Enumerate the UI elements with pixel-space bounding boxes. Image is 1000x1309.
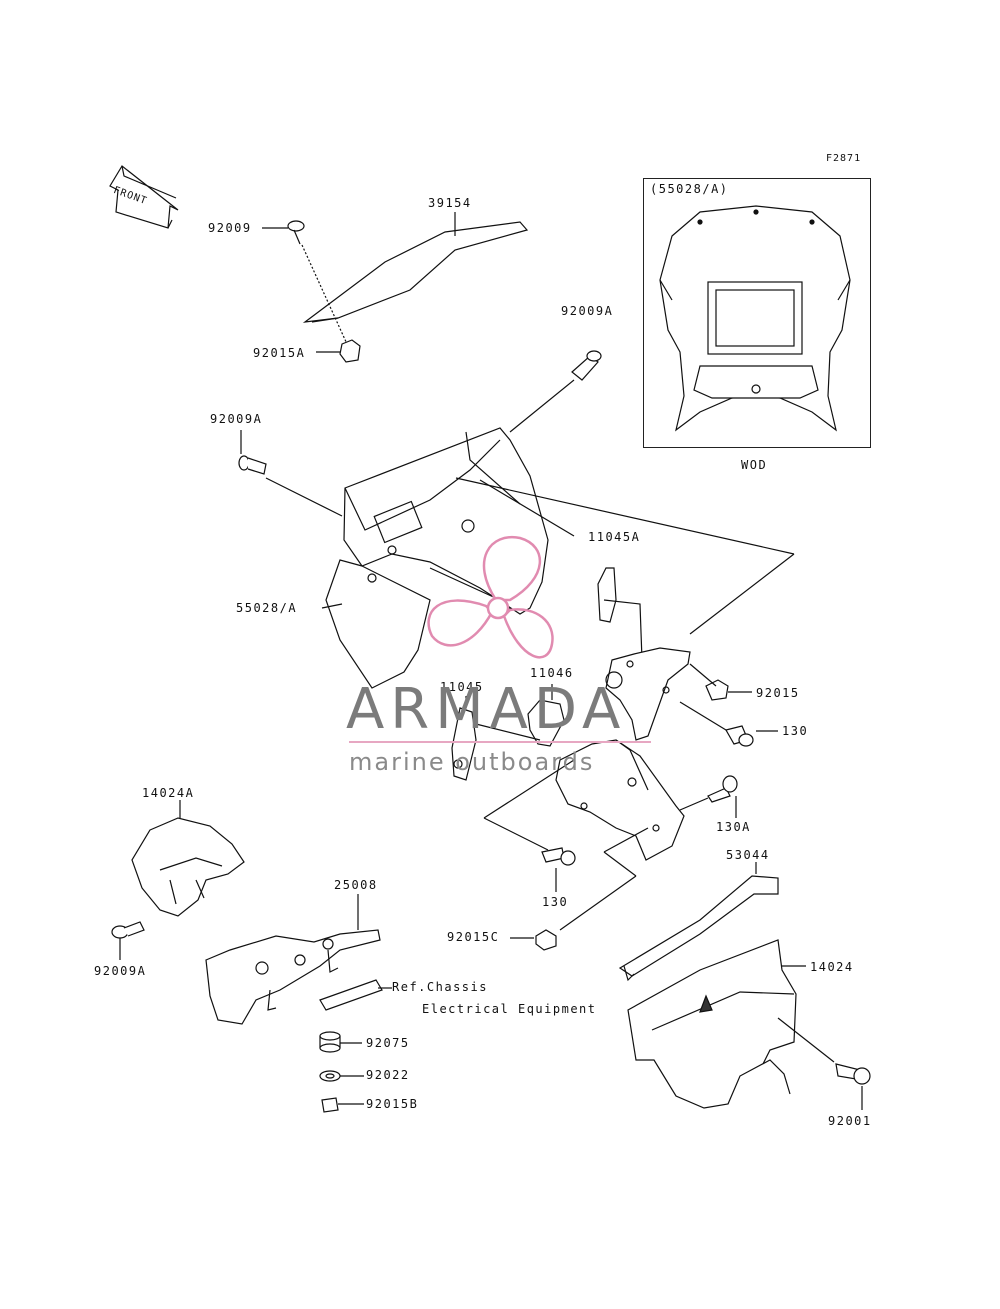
part-label: 92015 <box>756 686 800 700</box>
inset-frame <box>643 178 871 448</box>
bolt-130A <box>679 775 738 818</box>
lower-mount-bracket <box>483 739 685 931</box>
bolt-92009A-bottom <box>111 921 145 960</box>
part-label: 53044 <box>726 848 770 862</box>
bolt-130-right <box>679 701 778 747</box>
part-label: 14024A <box>142 786 195 800</box>
part-label: 11045A <box>588 530 641 544</box>
bolt-130-bottom <box>541 847 576 892</box>
trim-strip-53044 <box>618 862 779 982</box>
bracket-11046 <box>527 684 565 747</box>
figure-code: F2871 <box>826 153 862 164</box>
part-label: 130 <box>542 895 569 909</box>
watermark-divider <box>349 741 651 743</box>
watermark-tagline: marine outboards <box>349 748 595 776</box>
part-label: 92075 <box>366 1036 410 1050</box>
windscreen-39154 <box>302 212 529 323</box>
part-label: 14024 <box>810 960 854 974</box>
part-label: 92009A <box>561 304 614 318</box>
part-label: 11045 <box>440 680 484 694</box>
front-arrow-icon <box>109 165 179 229</box>
part-label: 130 <box>782 724 809 738</box>
grommet-92075 <box>319 1031 362 1053</box>
part-label: 25008 <box>334 878 378 892</box>
bracket-11045A <box>597 567 691 741</box>
part-label: 39154 <box>428 196 472 210</box>
part-label: 92015C <box>447 930 500 944</box>
bolt-92009A-right <box>509 350 602 433</box>
part-label: 92009 <box>208 221 252 235</box>
nut-92015C <box>510 929 557 951</box>
bolt-92001 <box>835 1063 871 1110</box>
nut-92015 <box>689 663 752 701</box>
part-label: 11046 <box>530 666 574 680</box>
part-label: 92022 <box>366 1068 410 1082</box>
bolt-92009A-left <box>238 430 343 517</box>
part-label: 92015A <box>253 346 306 360</box>
part-label: 92009A <box>94 964 147 978</box>
cowl-55028A <box>321 427 549 689</box>
nut-92015B <box>321 1097 364 1113</box>
part-label: 92015B <box>366 1097 419 1111</box>
inset-caption: WOD <box>741 458 768 472</box>
inset-part-label: (55028/A) <box>650 182 729 196</box>
cover-14024A <box>131 800 245 917</box>
bracket-11045 <box>451 696 541 781</box>
part-label: 92001 <box>828 1114 872 1128</box>
cover-14024 <box>627 939 835 1109</box>
watermark-brand: ARMADA <box>346 677 627 742</box>
bracket-25008 <box>205 894 381 1025</box>
watermark-propeller-icon <box>427 535 554 659</box>
part-label: 92009A <box>210 412 263 426</box>
part-label: 55028/A <box>236 601 298 615</box>
leader-lines-11045A <box>455 477 795 635</box>
washer-92022 <box>319 1070 364 1082</box>
nut-92015A <box>316 339 361 363</box>
part-label: 130A <box>716 820 751 834</box>
ref-chassis-label: Ref.Chassis <box>392 980 488 994</box>
electrical-equipment-label: Electrical Equipment <box>422 1002 597 1016</box>
strap-ref-chassis <box>319 979 392 1011</box>
inset-cowl-drawing <box>659 205 851 432</box>
bolt-92009 <box>262 220 348 345</box>
